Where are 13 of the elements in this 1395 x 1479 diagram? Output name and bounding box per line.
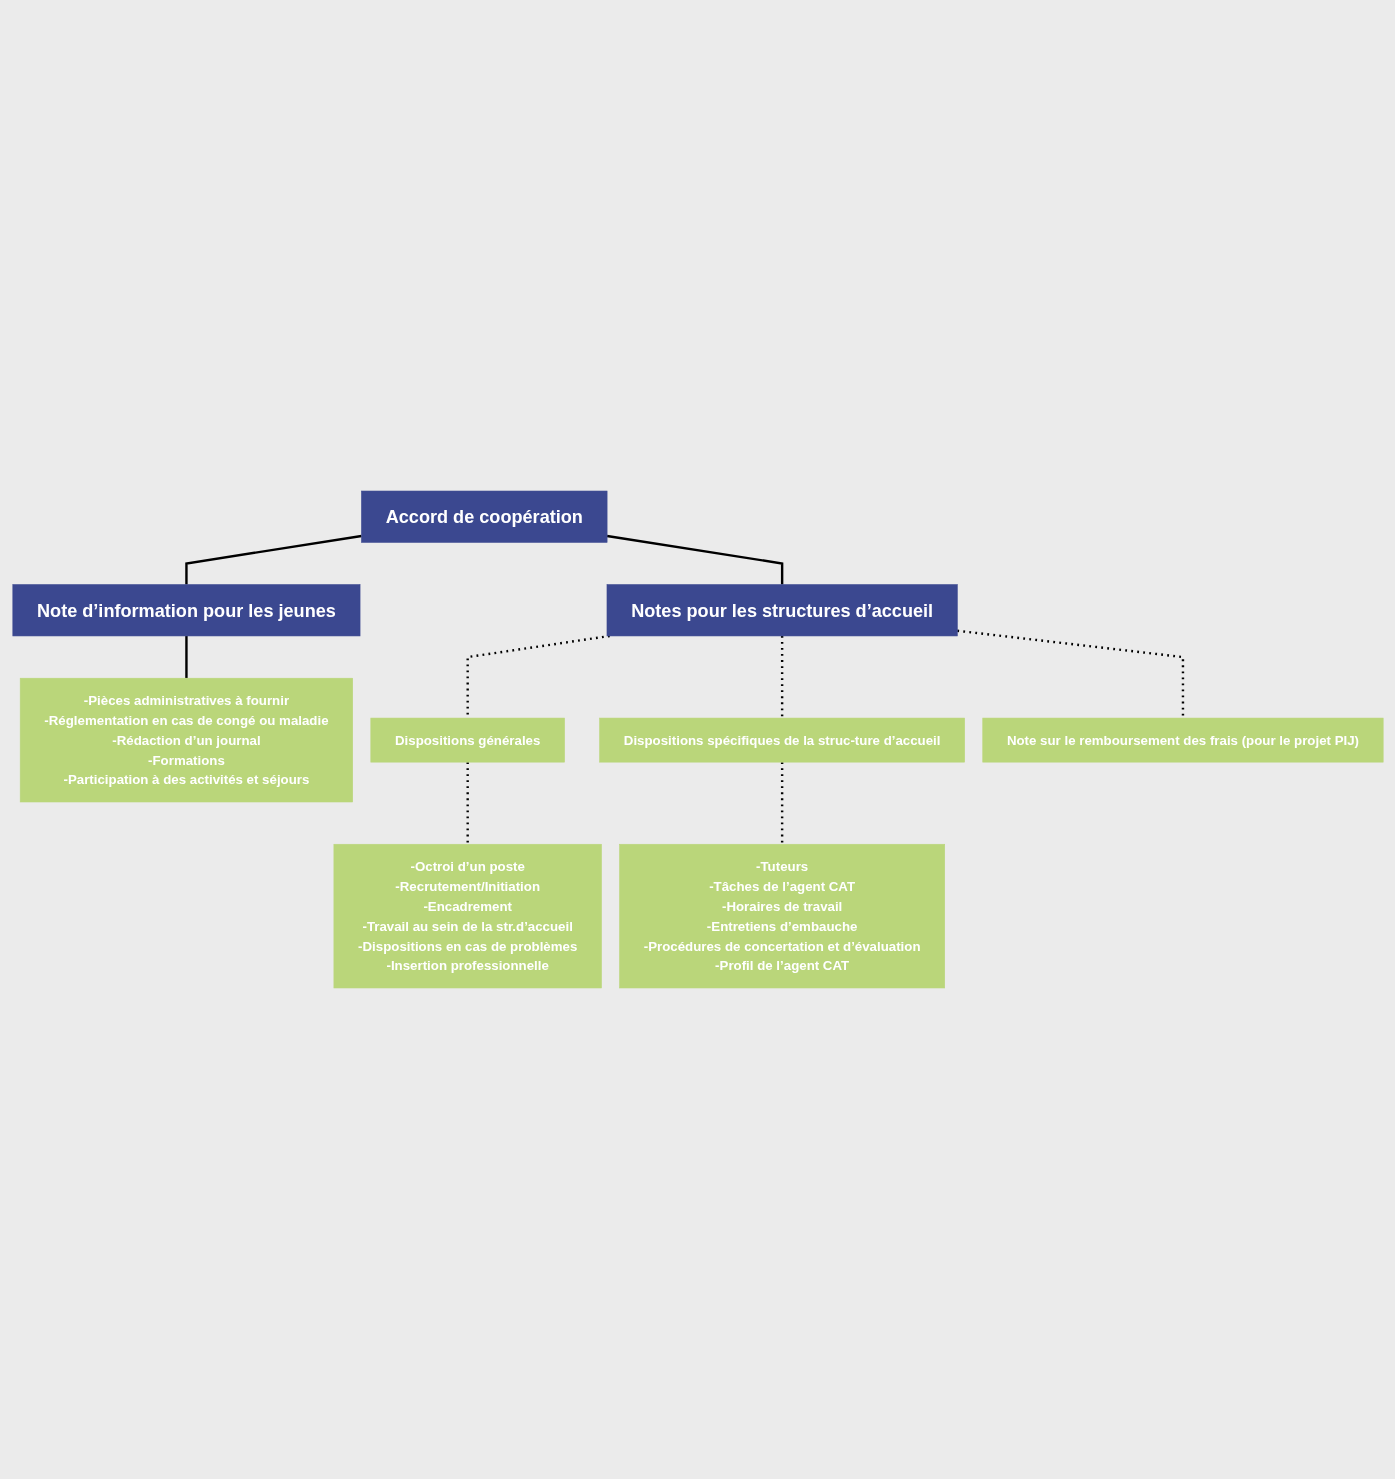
node-box: Notes pour les structures d’accueil bbox=[606, 584, 958, 637]
connector bbox=[606, 534, 783, 585]
node-box: Note sur le remboursement des frais (pour le projet PIJ) bbox=[981, 717, 1383, 763]
connector bbox=[184, 635, 188, 679]
node-box: Note d’information pour les jeunes bbox=[12, 584, 360, 637]
node-box: Accord de coopération bbox=[360, 490, 607, 543]
node-box: Dispositions spécifiques de la struc-ture d’accueil bbox=[598, 717, 965, 763]
connector bbox=[184, 534, 362, 585]
node-box: Dispositions générales bbox=[370, 717, 565, 763]
node-box: -Octroi d’un poste -Recrutement/Initiation -Encadrement -Travail au sein de la str.d’accueil -Dispositions en cas de problèmes -Insertion professionnelle bbox=[333, 843, 602, 989]
node-box: -Pièces administratives à fournir -Réglementation en cas de congé ou maladie -Rédaction d’un journal -Formations -Participation à des activités et séjours bbox=[19, 677, 353, 803]
node-box: -Tuteurs -Tâches de l’agent CAT -Horaires de travail -Entretiens d’embauche -Procédures de concertation et d’évaluation -Profil de l’agent CAT bbox=[618, 843, 945, 989]
connector bbox=[780, 635, 783, 719]
